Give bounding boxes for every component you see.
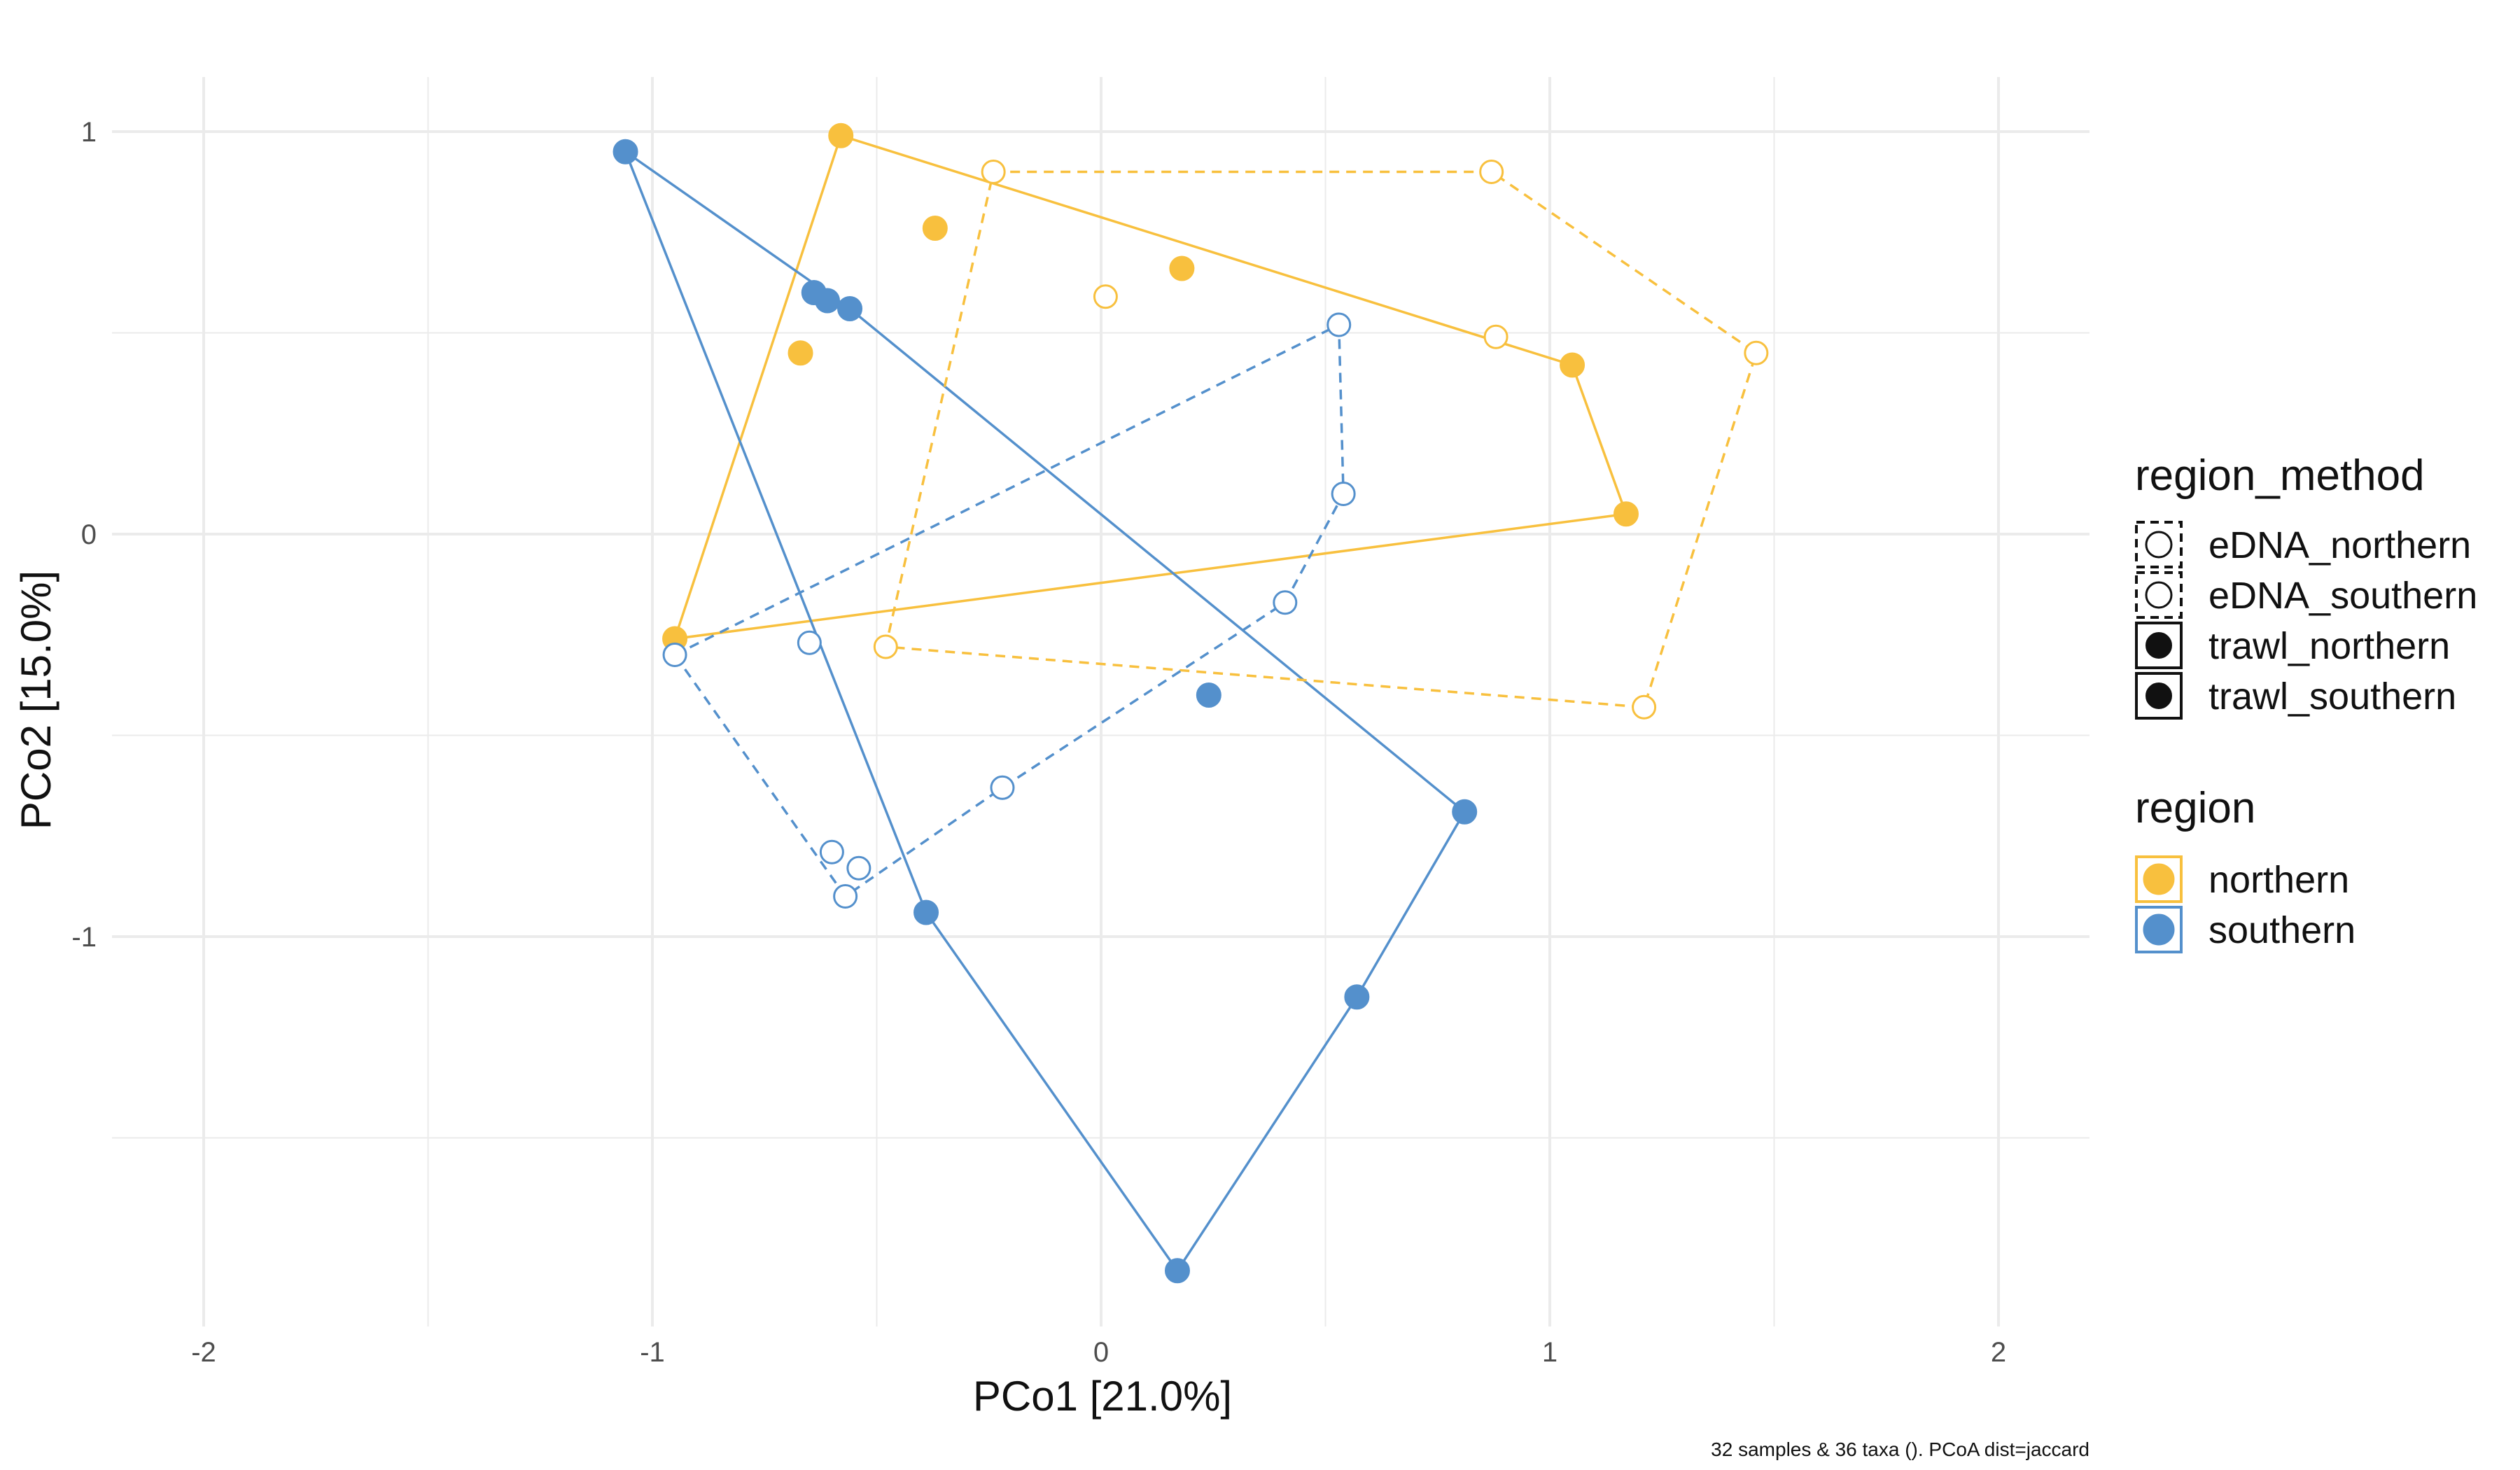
point-eDNA_northern bbox=[1093, 284, 1118, 309]
point-eDNA_southern bbox=[846, 855, 872, 881]
x-tick-label: 2 bbox=[1991, 1337, 2006, 1368]
point-layer bbox=[612, 122, 1769, 1284]
point-eDNA_southern bbox=[990, 775, 1015, 800]
point-trawl_northern bbox=[1613, 501, 1639, 527]
tick-layer: -2 -1 0 1 2 -1 0 1 bbox=[71, 117, 2006, 1368]
point-trawl_northern bbox=[922, 216, 948, 241]
point-eDNA_southern bbox=[1326, 312, 1352, 337]
point-eDNA_southern bbox=[1331, 482, 1356, 506]
x-tick-label: 1 bbox=[1542, 1337, 1558, 1368]
y-axis-title: PCo2 [15.0%] bbox=[13, 570, 59, 830]
point-eDNA_northern bbox=[1483, 324, 1508, 349]
point-trawl_southern bbox=[814, 288, 840, 314]
point-trawl_southern bbox=[1164, 1258, 1190, 1284]
hull-eDNA_southern bbox=[673, 323, 1345, 898]
x-tick-label: -2 bbox=[191, 1337, 216, 1368]
y-tick-label: 1 bbox=[81, 117, 97, 148]
point-trawl_northern bbox=[1560, 352, 1586, 378]
legend-title-region-method: region_method bbox=[2135, 451, 2425, 500]
point-trawl_northern bbox=[828, 122, 854, 148]
x-axis-title: PCo1 [21.0%] bbox=[973, 1373, 1232, 1420]
point-eDNA_southern bbox=[819, 839, 844, 864]
point-eDNA_northern bbox=[1479, 160, 1504, 184]
x-tick-label: 0 bbox=[1093, 1337, 1109, 1368]
point-trawl_southern bbox=[1344, 984, 1370, 1010]
hull-trawl_northern bbox=[673, 134, 1628, 640]
legend-key-open-circle bbox=[2145, 581, 2173, 609]
hull-layer bbox=[624, 134, 1758, 1272]
legend: region_method eDNA_northern eDNA_southern… bbox=[2135, 451, 2477, 953]
point-eDNA_southern bbox=[662, 643, 687, 667]
y-tick-label: 0 bbox=[81, 519, 97, 550]
point-eDNA_northern bbox=[981, 160, 1006, 184]
point-trawl_southern bbox=[913, 899, 939, 925]
x-tick-label: -1 bbox=[640, 1337, 665, 1368]
legend-label-region-method: trawl_southern bbox=[2208, 676, 2456, 718]
point-trawl_northern bbox=[788, 340, 813, 366]
legend-region-items: northern southern bbox=[2135, 855, 2356, 953]
point-eDNA_southern bbox=[833, 884, 858, 909]
point-trawl_southern bbox=[1196, 682, 1222, 708]
legend-title-region: region bbox=[2135, 784, 2255, 832]
point-eDNA_northern bbox=[1744, 340, 1769, 365]
legend-key-dot bbox=[2143, 913, 2175, 946]
legend-label-region: northern bbox=[2208, 859, 2349, 901]
point-eDNA_northern bbox=[1632, 694, 1657, 720]
legend-label-region-method: eDNA_northern bbox=[2208, 524, 2471, 566]
legend-key-dot bbox=[2143, 863, 2175, 895]
point-eDNA_southern bbox=[1273, 590, 1298, 615]
legend-key-filled-circle bbox=[2146, 632, 2172, 659]
y-tick-label: -1 bbox=[71, 922, 97, 953]
grid-layer bbox=[112, 77, 2090, 1326]
legend-label-region-method: trawl_northern bbox=[2208, 625, 2450, 667]
point-trawl_southern bbox=[1452, 799, 1478, 825]
legend-region-method-items: eDNA_northern eDNA_southern trawl_northern… bbox=[2135, 521, 2477, 720]
legend-key-open-circle bbox=[2145, 531, 2173, 559]
point-trawl_southern bbox=[837, 296, 863, 321]
legend-label-region: southern bbox=[2208, 909, 2356, 951]
point-eDNA_southern bbox=[797, 630, 822, 655]
point-trawl_southern bbox=[612, 139, 638, 164]
legend-key-filled-circle bbox=[2146, 682, 2172, 709]
hull-eDNA_northern bbox=[884, 170, 1758, 708]
chart-caption: 32 samples & 36 taxa (). PCoA dist=jacca… bbox=[1711, 1438, 2090, 1460]
legend-label-region-method: eDNA_southern bbox=[2208, 575, 2477, 617]
point-trawl_northern bbox=[1169, 255, 1195, 281]
point-eDNA_northern bbox=[873, 634, 898, 659]
